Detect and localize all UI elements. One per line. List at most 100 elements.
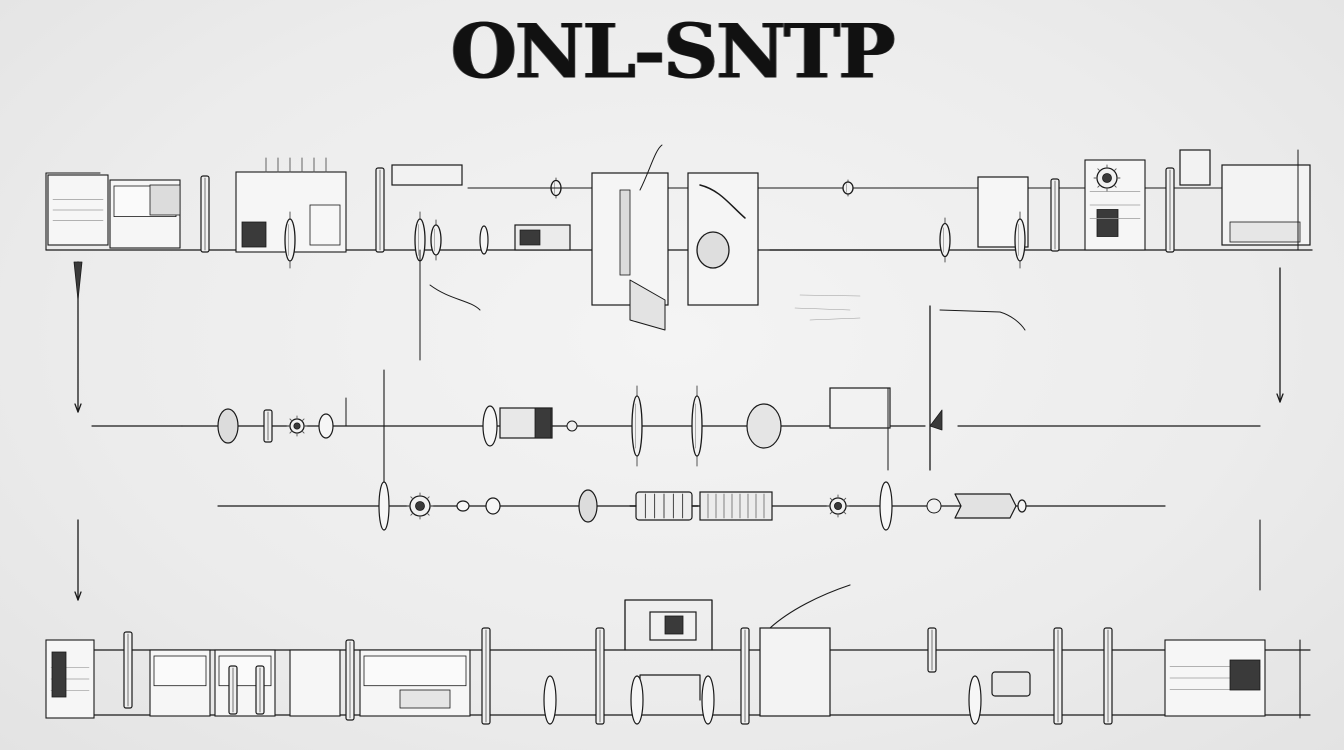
row-4-valve-1-icon (543, 675, 557, 725)
row-4-flange-6-icon (595, 627, 605, 725)
row-4-bypass-loop (639, 674, 701, 701)
row-4-loop-frame (624, 599, 713, 651)
row-1-sketch-lines (794, 294, 861, 321)
right-flow-arrow-1-icon (1276, 267, 1284, 403)
valve-body (1014, 218, 1026, 262)
row-2-gauge-icon (566, 420, 578, 432)
control-cabinet-icon (1084, 159, 1146, 251)
row-1-valve-5-icon (1014, 211, 1026, 269)
row-3-fitting-1-icon (456, 500, 470, 512)
row-4-valve-2-icon (630, 675, 644, 725)
row-3-gauge-icon (926, 498, 942, 514)
row-4-flange-8-icon (927, 627, 937, 673)
cabinet-pump-icon (1093, 164, 1121, 192)
row-4-flange-4-icon (345, 639, 355, 721)
row-4-valve-3-icon (701, 675, 715, 725)
left-control-panel-icon (47, 174, 109, 246)
row-2-skid-icon (829, 387, 891, 429)
row-4-flange-10-icon (1103, 627, 1113, 725)
pump-fin (1113, 168, 1117, 172)
arrow-head (74, 591, 82, 601)
row-4-vent-line (769, 584, 851, 629)
pump-fin (301, 430, 305, 434)
pump-fin (289, 418, 293, 422)
pump-fin (843, 497, 847, 501)
bottom-panel-dark-strip-icon (51, 651, 67, 698)
row-3-motor-icon (629, 491, 699, 521)
left-flow-arrow-2-icon (74, 519, 82, 601)
row-3-pump-icon (406, 492, 434, 520)
separator-level-tube-icon (619, 189, 631, 276)
row-3-valve-1-icon (378, 481, 390, 531)
pump-fin (843, 511, 847, 515)
cabinet-frame (289, 649, 341, 717)
row-3-gear-icon (826, 494, 850, 518)
row-3-diffuser-icon (954, 493, 1017, 519)
valve-body (284, 218, 296, 262)
row-1-return-line (939, 309, 1026, 331)
left-flow-cone-icon (73, 261, 83, 301)
row-4-cabinet-4-icon (359, 649, 471, 717)
diagram-title: ONL-SNTP (450, 7, 896, 96)
row-3-end-cap-icon (1017, 499, 1027, 513)
valve-body (631, 395, 643, 457)
cabinet-panel (153, 655, 207, 687)
row-2-strainer-icon (217, 408, 239, 444)
row-4-dark-module-icon (1229, 659, 1261, 691)
row-2-valve-2-icon (691, 385, 703, 467)
row-1-manifold-icon (391, 164, 463, 186)
separator-vent-line (639, 144, 663, 191)
pump-impeller (1102, 173, 1112, 183)
pump-fin (1097, 184, 1101, 188)
row-3-coalescer-icon (699, 491, 773, 521)
row-4-flange-9-icon (1053, 627, 1063, 725)
compressor-head-icon (696, 231, 730, 269)
row-4-flange-1-icon (123, 631, 133, 709)
row-2-flange-1-icon (263, 409, 273, 443)
row-1-flange-3-icon (1050, 178, 1060, 252)
row-2-fitting-icon (318, 413, 334, 439)
pump-fin (829, 497, 833, 501)
valve-body (691, 395, 703, 457)
row-1-valve-1-icon (284, 211, 296, 269)
housing-drawer-icon (1229, 221, 1301, 243)
row-4-cabinet-1-icon (149, 649, 211, 717)
heater-dark-block-icon (534, 407, 552, 439)
row-1-valve-3-icon (430, 219, 442, 261)
row-4-transmitter-icon (991, 671, 1031, 697)
row-2-vessel-cap-icon (482, 405, 498, 447)
pump-fin (426, 496, 430, 500)
pump-skid-dark-icon (519, 229, 541, 246)
separator-outlet-icon (629, 279, 666, 331)
row-3-vessel-cap-icon (578, 489, 598, 523)
valve-body (939, 222, 951, 258)
compressor-arm (699, 184, 746, 219)
row-1-valve-4-icon (939, 217, 951, 263)
pump-fin (426, 512, 430, 516)
row-4-flange-5-icon (481, 627, 491, 725)
row-4-valve-4-icon (968, 675, 982, 725)
row-2-wedge-icon (929, 409, 943, 431)
row-4-flange-7-icon (740, 627, 750, 725)
valve-body (430, 224, 442, 256)
pump-fin (1113, 184, 1117, 188)
meter-display-icon (664, 615, 684, 635)
pump-fin (289, 430, 293, 434)
row-4-cabinet-3-icon (289, 649, 341, 717)
exchanger-dark-panel-icon (241, 221, 267, 248)
valve-body (842, 181, 854, 195)
pump-fin (410, 512, 414, 516)
row-4-cabinet-2-icon (214, 649, 276, 717)
row-1-bypass-pipe (429, 284, 481, 311)
row-2-valve-1-icon (631, 385, 643, 467)
row-3-fitting-2-icon (485, 497, 501, 515)
cabinet-panel (363, 655, 467, 687)
pump-fin (301, 418, 305, 422)
row-4-flange-3-icon (255, 665, 265, 715)
row-4-flange-2-icon (228, 665, 238, 715)
pump-fin (410, 496, 414, 500)
arrow-head (1276, 393, 1284, 403)
row-2-tank-icon (746, 403, 782, 449)
